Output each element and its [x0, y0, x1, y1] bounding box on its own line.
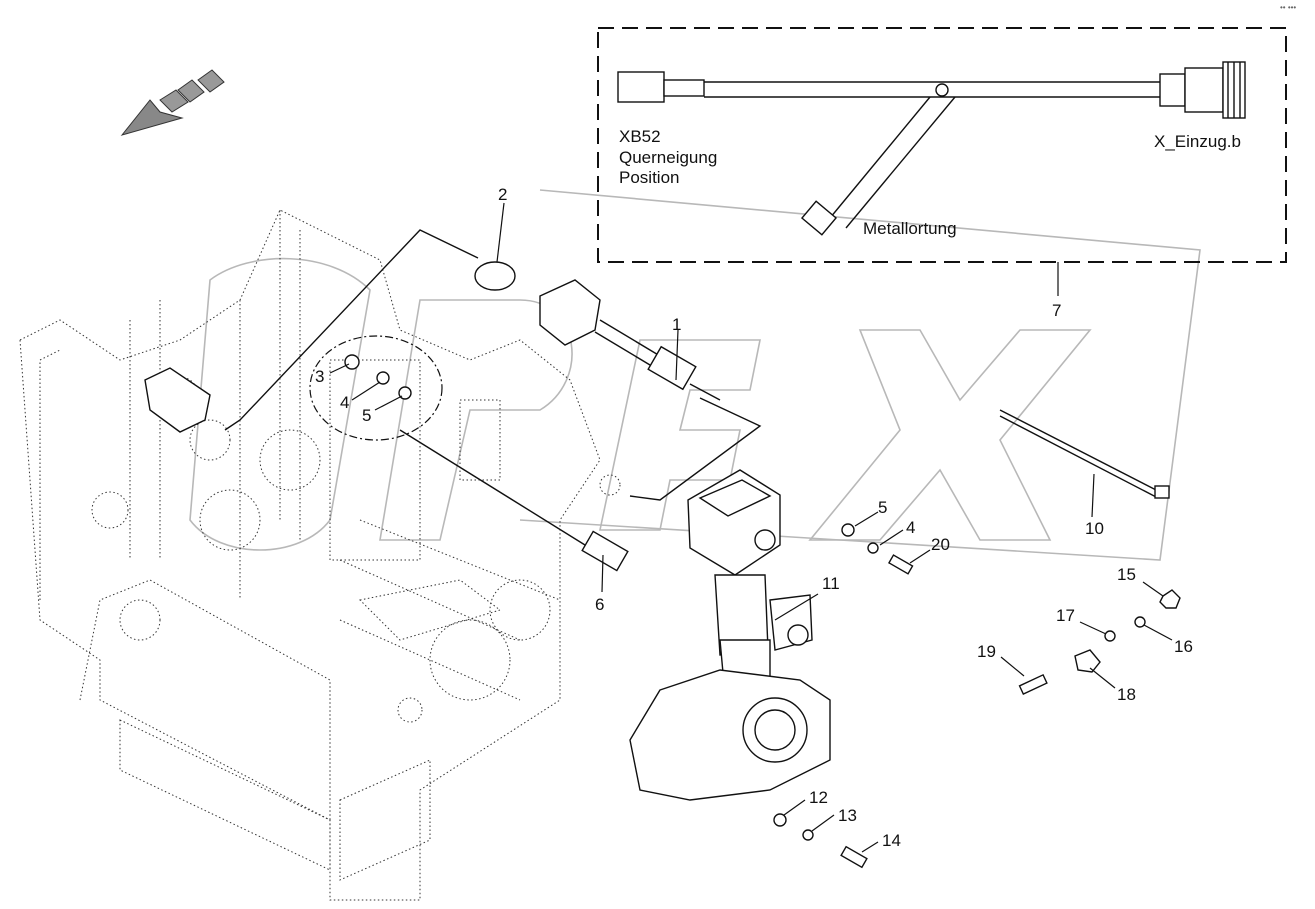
detail-ellipse [309, 335, 443, 441]
wire-harness [617, 61, 1246, 236]
callout-19: 19 [977, 642, 996, 661]
callout-2: 2 [498, 185, 507, 204]
spacer-sleeve [399, 429, 629, 572]
fasteners-bottom [773, 813, 868, 869]
callout-6: 6 [595, 595, 604, 614]
fasteners-left [344, 354, 412, 400]
connector-einzug-label: X_Einzug.b [1154, 132, 1241, 151]
drive-shaft [144, 229, 762, 501]
callout-5-right: 5 [878, 498, 887, 517]
direction-arrow-icon [120, 69, 225, 136]
callout-18: 18 [1117, 685, 1136, 704]
callout-12: 12 [809, 788, 828, 807]
callout-3: 3 [315, 367, 324, 386]
callout-13: 13 [838, 806, 857, 825]
callout-17: 17 [1056, 606, 1075, 625]
cable-tie [999, 409, 1170, 499]
connector-xb52-description-2: Position [619, 168, 679, 187]
leader-lines [329, 202, 1173, 853]
fasteners-right [841, 523, 914, 575]
clamp-fasteners [1018, 589, 1181, 695]
callout-4-left: 4 [340, 393, 349, 412]
machine-frame-ghost [19, 209, 621, 901]
corner-mark: •• ••• [1280, 3, 1296, 12]
callout-numbers: 2 1 3 4 5 6 7 10 11 12 13 14 15 16 17 18… [315, 185, 1193, 850]
callout-11: 11 [822, 574, 840, 593]
callout-20: 20 [931, 535, 950, 554]
connector-xb52-description: Querneigung [619, 148, 717, 167]
callout-1: 1 [672, 315, 681, 334]
callout-5-left: 5 [362, 406, 371, 425]
callout-7: 7 [1052, 301, 1061, 320]
ground-label: Metallortung [863, 219, 957, 238]
callout-15: 15 [1117, 565, 1136, 584]
angle-sensor-housing [629, 469, 831, 801]
harness-detail-box [597, 27, 1287, 263]
callout-16: 16 [1174, 637, 1193, 656]
connector-xb52-label: XB52 [619, 127, 661, 146]
callout-14: 14 [882, 831, 901, 850]
watermark-logo [189, 189, 1201, 561]
callout-10: 10 [1085, 519, 1104, 538]
callout-4-right: 4 [906, 518, 915, 537]
